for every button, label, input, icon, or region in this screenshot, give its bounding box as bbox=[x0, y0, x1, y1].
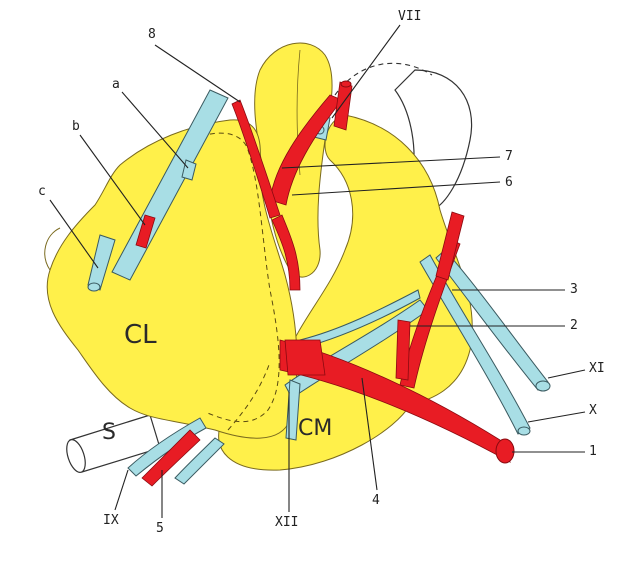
label-8: 8 bbox=[148, 28, 156, 41]
leader-x bbox=[528, 412, 585, 422]
leader-vii bbox=[332, 25, 400, 118]
label-ix: IX bbox=[103, 514, 119, 527]
label-4: 4 bbox=[372, 494, 380, 507]
nerve-end-xi bbox=[536, 381, 550, 391]
label-c: c bbox=[38, 185, 46, 198]
label-cm: CM bbox=[298, 418, 332, 440]
label-6: 6 bbox=[505, 176, 513, 189]
nerve-end-x bbox=[518, 427, 530, 435]
leader-ix bbox=[115, 470, 128, 510]
label-s: S bbox=[102, 422, 116, 444]
artery-central-junction bbox=[285, 340, 325, 375]
label-5: 5 bbox=[156, 522, 164, 535]
label-b: b bbox=[72, 120, 80, 133]
label-1: 1 bbox=[589, 445, 597, 458]
label-a: a bbox=[112, 78, 120, 91]
artery-2-branch bbox=[396, 320, 410, 380]
label-x: X bbox=[589, 404, 597, 417]
leader-8 bbox=[155, 45, 240, 102]
artery-end-top bbox=[341, 81, 351, 87]
artery-end-1 bbox=[496, 439, 514, 463]
label-xi: XI bbox=[589, 362, 605, 375]
leader-xi bbox=[548, 370, 585, 378]
label-cl: CL bbox=[124, 322, 157, 348]
nerve-end-c bbox=[88, 283, 100, 291]
label-xii: XII bbox=[275, 516, 298, 529]
label-vii: VII bbox=[398, 10, 421, 23]
label-3: 3 bbox=[570, 283, 578, 296]
label-7: 7 bbox=[505, 150, 513, 163]
label-2: 2 bbox=[570, 319, 578, 332]
